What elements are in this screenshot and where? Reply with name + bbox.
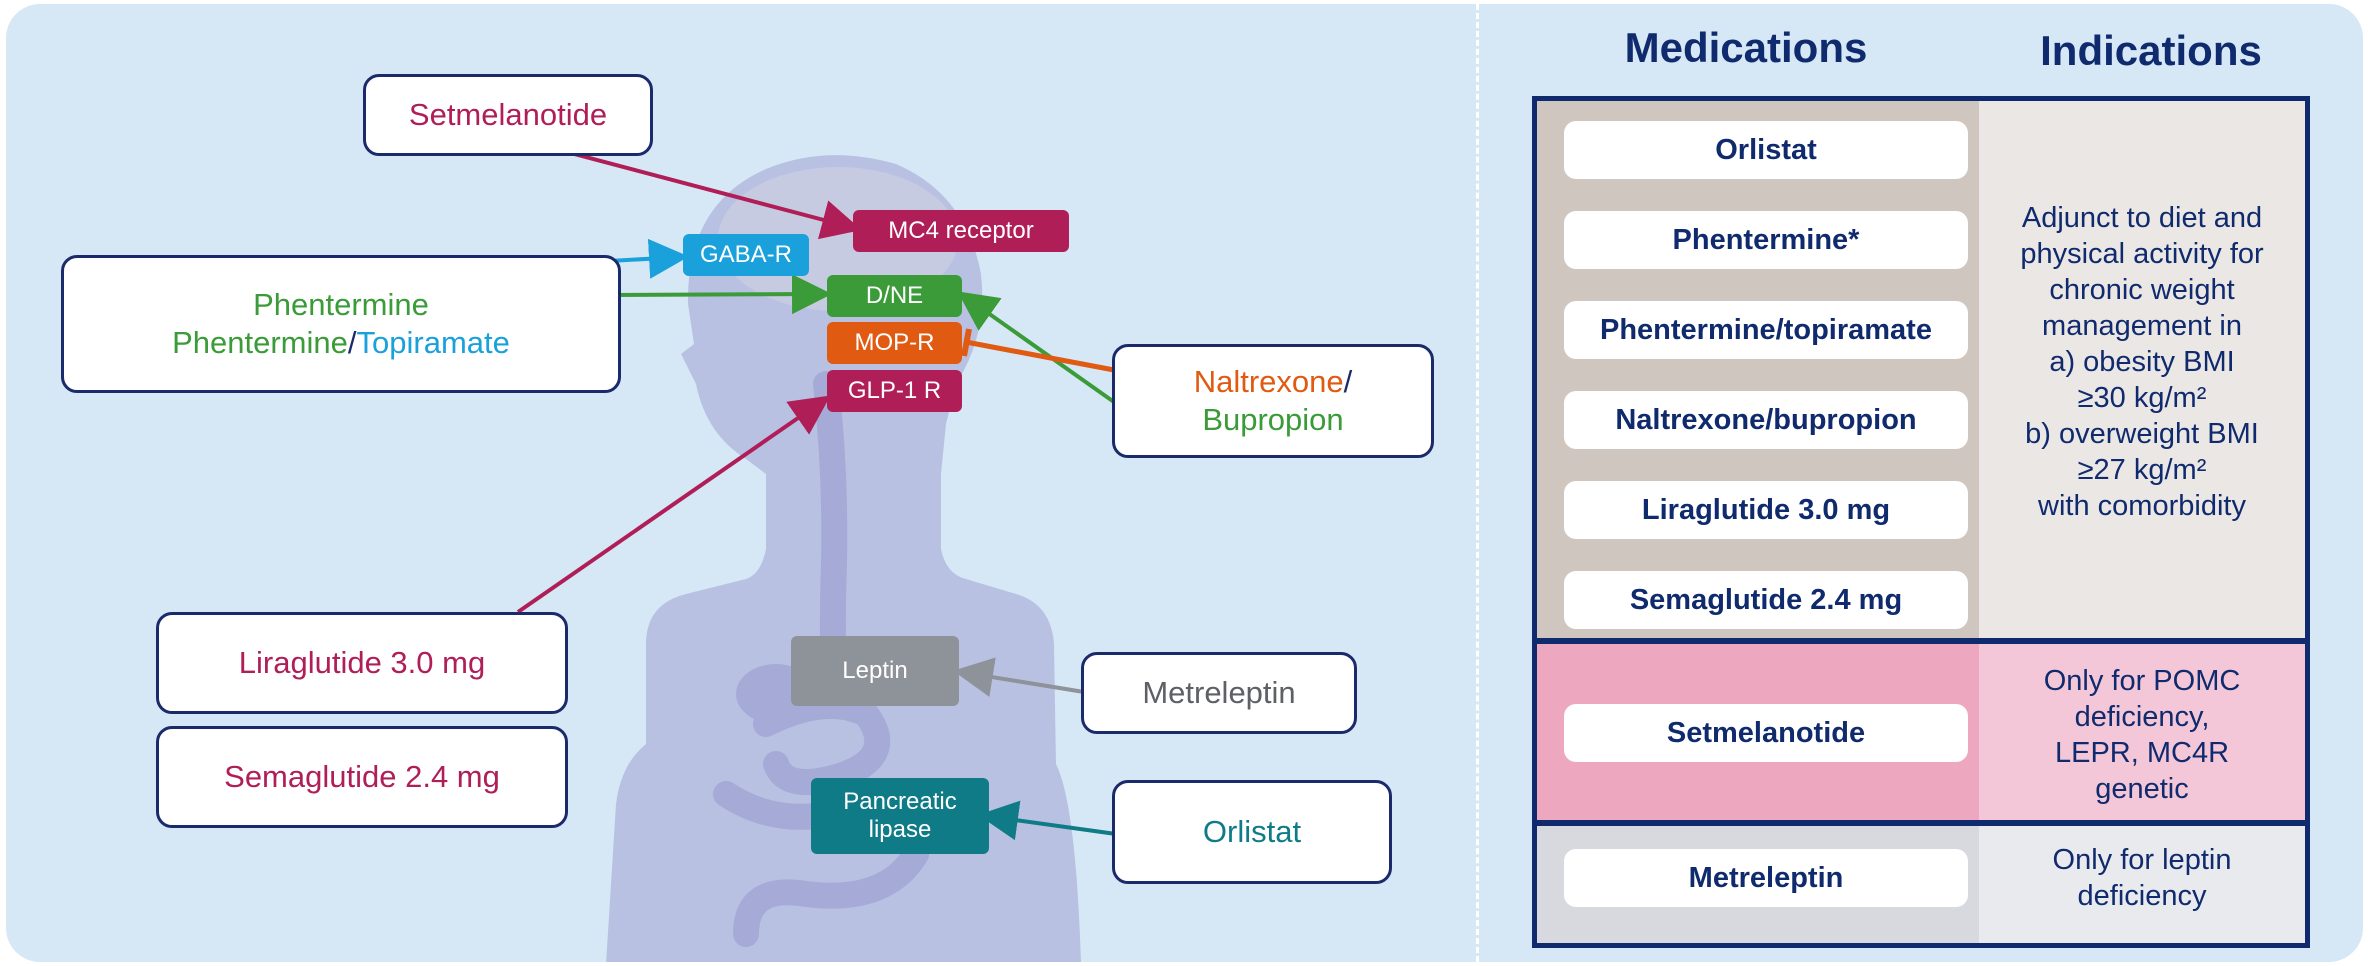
medication-pill: Phentermine/topiramate <box>1564 301 1968 359</box>
medication-pill: Semaglutide 2.4 mg <box>1564 571 1968 629</box>
group1-indication: Adjunct to diet and physical activity fo… <box>2020 202 2264 522</box>
drug-orlistat: Orlistat <box>1202 814 1302 849</box>
drug-liraglutide: Liraglutide 3.0 mg <box>238 645 486 680</box>
table-frame <box>1532 96 2310 948</box>
arrow-glp1-agonists <box>516 395 831 614</box>
medication-metreleptin: Metreleptin <box>1564 849 1968 907</box>
group2-indication: Only for POMC deficiency, LEPR, MC4R gen… <box>2043 665 2241 805</box>
target-mc4-receptor: MC4 receptor <box>853 210 1069 252</box>
dashed-divider <box>1476 4 1479 962</box>
target-gaba-r: GABA-R <box>683 234 809 276</box>
drug-box-naltrexone-bupropion: Naltrexone/ Bupropion <box>1112 344 1434 458</box>
drug-phentermine: Phentermine <box>253 287 429 322</box>
drug-topiramate: Topiramate <box>356 325 510 360</box>
group1-indication-bg <box>1979 101 2305 642</box>
drug-box-semaglutide: Semaglutide 2.4 mg <box>156 726 568 828</box>
group2-indication-bg <box>1979 644 2305 822</box>
group3-indication: Only for leptin deficiency <box>2052 844 2232 912</box>
figure-panel: MC4 receptor GABA-R D/NE MOP-R GLP-1 R L… <box>6 4 2363 962</box>
drug-semaglutide: Semaglutide 2.4 mg <box>224 759 500 794</box>
arrow-naltrexone-mopr <box>965 339 1115 373</box>
target-glp1-r: GLP-1 R <box>827 370 962 412</box>
slash-separator: / <box>347 325 357 360</box>
drug-box-liraglutide: Liraglutide 3.0 mg <box>156 612 568 714</box>
medication-pill: Orlistat <box>1564 121 1968 179</box>
target-dne: D/NE <box>827 275 962 317</box>
medication-pill: Naltrexone/bupropion <box>1564 391 1968 449</box>
drug-naltrexone-line: Naltrexone/ <box>1194 363 1353 401</box>
target-mop-r: MOP-R <box>827 322 962 364</box>
arrow-bupropion-dne <box>957 291 1116 404</box>
separator-1 <box>1537 638 2305 644</box>
slash-separator: / <box>1343 364 1353 399</box>
drug-bupropion: Bupropion <box>1202 402 1344 437</box>
separator-2 <box>1537 820 2305 826</box>
group1-medications-bg <box>1537 101 1979 642</box>
drug-box-orlistat: Orlistat <box>1112 780 1392 884</box>
drug-setmelanotide: Setmelanotide <box>408 97 608 132</box>
inhibit-bar-mopr <box>961 328 972 357</box>
lipase-line-2: lipase <box>868 816 932 843</box>
target-pancreatic-lipase: Pancreatic lipase <box>811 778 989 854</box>
header-indications: Indications <box>2040 27 2262 74</box>
target-leptin: Leptin <box>791 636 959 706</box>
medication-setmelanotide: Setmelanotide <box>1564 704 1968 762</box>
arrow-orlistat-lipase <box>978 800 1117 841</box>
drug-box-phentermine: Phentermine Phentermine/Topiramate <box>61 255 621 393</box>
medication-pill: Liraglutide 3.0 mg <box>1564 481 1968 539</box>
drug-box-metreleptin: Metreleptin <box>1081 652 1357 734</box>
lipase-line-1: Pancreatic <box>843 788 957 815</box>
medication-pill: Phentermine* <box>1564 211 1968 269</box>
drug-phentermine-topiramate: Phentermine/Topiramate <box>172 324 510 362</box>
group3-indication-bg <box>1979 826 2305 943</box>
drug-naltrexone: Naltrexone <box>1193 364 1344 399</box>
header-medications: Medications <box>1624 24 1868 71</box>
drug-box-setmelanotide: Setmelanotide <box>363 74 653 156</box>
arrow-metreleptin-leptin <box>953 657 1085 697</box>
drug-metreleptin: Metreleptin <box>1142 675 1296 710</box>
drug-phentermine-prefix: Phentermine <box>172 325 348 360</box>
